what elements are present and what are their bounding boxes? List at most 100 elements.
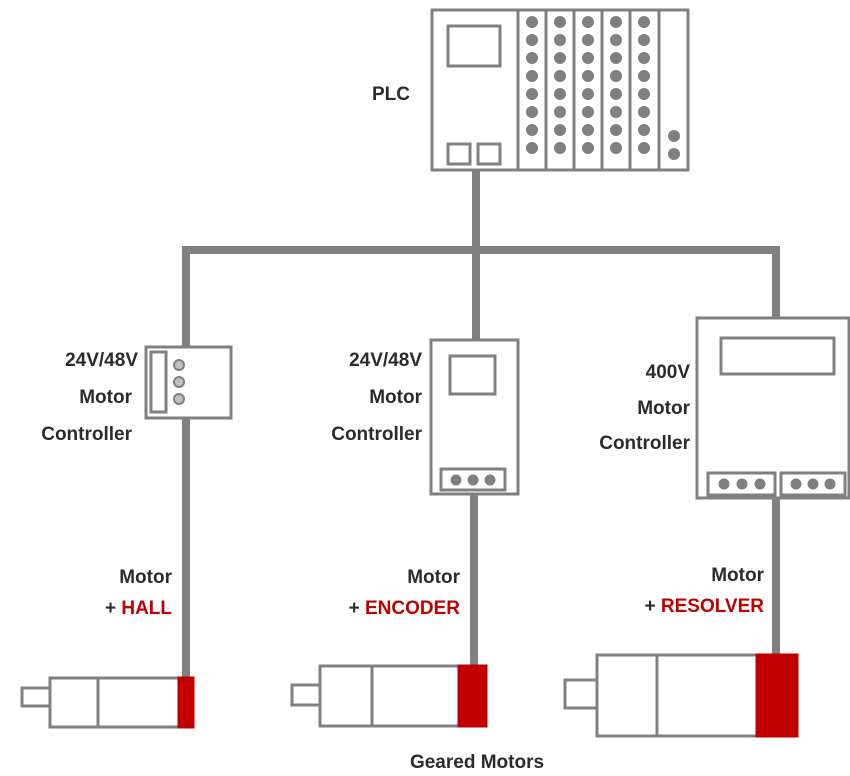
plc-io-terminal xyxy=(582,70,594,82)
plc-io-terminal xyxy=(582,124,594,136)
caption-geared-motors: Geared Motors xyxy=(410,752,544,773)
motor-2-feedback-device xyxy=(457,664,488,728)
plc-io-terminal xyxy=(526,52,538,64)
motor-1-body xyxy=(96,676,181,729)
plc-io-terminal xyxy=(610,34,622,46)
motor-1-shaft xyxy=(20,686,52,708)
plc-io-terminal xyxy=(638,142,650,154)
controller-1-label-line: Motor xyxy=(79,387,132,408)
plc-label: PLC xyxy=(372,84,410,105)
motor-2-feedback-line: + ENCODER xyxy=(349,598,461,619)
controller-2 xyxy=(429,338,520,496)
plc-io-terminal xyxy=(610,106,622,118)
controller-1 xyxy=(144,345,233,420)
controller-2-label-line: Controller xyxy=(331,424,422,445)
controller-3-label-line: Controller xyxy=(599,433,690,454)
plc-io-terminal xyxy=(582,106,594,118)
plc-io-terminal xyxy=(526,106,538,118)
controller-3-label: 400V Motor Controller xyxy=(599,362,690,454)
motor-2 xyxy=(290,664,488,728)
controller-2-label: 24V/48V Motor Controller xyxy=(331,350,422,445)
controller-1-label: 24V/48V Motor Controller xyxy=(41,350,138,445)
motor-3-plus: + xyxy=(645,596,661,617)
plc-io-terminal xyxy=(554,34,566,46)
controller-1-label-line: Controller xyxy=(41,424,132,445)
plc-io-terminal xyxy=(582,88,594,100)
plc-io-terminal xyxy=(582,34,594,46)
motor-1-label-line: Motor xyxy=(119,567,172,588)
plc-display xyxy=(446,24,502,68)
motor-3-label: Motor + RESOLVER xyxy=(645,565,765,617)
plc-port-left xyxy=(446,142,472,166)
plc-io-terminal xyxy=(554,88,566,100)
motor-3-feedback-device xyxy=(755,653,799,738)
motor-2-body xyxy=(370,664,461,728)
plc-io-terminal xyxy=(610,124,622,136)
plc-io-terminal xyxy=(554,142,566,154)
motor-1 xyxy=(20,676,195,729)
motor-3-feedback-type: RESOLVER xyxy=(661,596,764,617)
plc-io-terminal xyxy=(668,148,680,160)
controller-1-led xyxy=(173,359,185,371)
plc-io-terminal xyxy=(582,52,594,64)
motor-3-shaft xyxy=(563,678,599,710)
plc-io-terminal xyxy=(638,70,650,82)
plc-io-terminal xyxy=(638,88,650,100)
motor-2-label-line: Motor xyxy=(407,567,460,588)
controller-2-label-line: 24V/48V xyxy=(349,350,422,371)
motor-2-feedback-type: ENCODER xyxy=(365,598,460,619)
plc-io-terminal xyxy=(610,52,622,64)
plc-io-terminal xyxy=(610,70,622,82)
motor-3-feedback-line: + RESOLVER xyxy=(645,596,765,617)
motor-1-feedback-device xyxy=(177,676,195,729)
plc-io-terminal xyxy=(526,142,538,154)
plc-port-right xyxy=(476,142,502,166)
motor-3-body xyxy=(655,653,759,738)
motor-2-shaft xyxy=(290,683,322,707)
controller-1-led xyxy=(173,376,185,388)
plc-io-terminal xyxy=(526,16,538,28)
motor-1-label: Motor + HALL xyxy=(105,567,173,619)
plc-io-terminal xyxy=(582,16,594,28)
plc-io-terminal xyxy=(554,52,566,64)
plc-io-terminal xyxy=(668,130,680,142)
plc-io-terminal xyxy=(638,106,650,118)
motor-1-gearbox xyxy=(48,676,100,729)
plc-io-terminal xyxy=(610,142,622,154)
controller-1-label-line: 24V/48V xyxy=(65,350,138,371)
plc-io-terminal xyxy=(526,88,538,100)
plc-io-terminal xyxy=(638,124,650,136)
controller-3 xyxy=(695,316,850,500)
plc-io-terminal xyxy=(526,124,538,136)
plc-io-terminal xyxy=(554,124,566,136)
plc-io-terminal xyxy=(610,88,622,100)
controller-2-display xyxy=(448,354,497,396)
plc-io-terminal xyxy=(554,16,566,28)
plc-io-terminal xyxy=(554,106,566,118)
motor-1-feedback-line: + HALL xyxy=(105,598,172,619)
motor-1-plus: + xyxy=(105,598,121,619)
controller-3-label-line: 400V xyxy=(646,362,691,383)
motor-2-plus: + xyxy=(349,598,365,619)
motor-1-feedback-type: HALL xyxy=(121,598,172,619)
motor-3 xyxy=(563,653,799,738)
bus-wiring xyxy=(182,168,780,684)
plc-io-terminal xyxy=(610,16,622,28)
plc-io-terminal xyxy=(638,34,650,46)
controller-1-terminal-strip xyxy=(149,350,168,414)
plc-unit xyxy=(430,8,690,172)
controller-3-label-line: Motor xyxy=(637,398,690,419)
motor-3-gearbox xyxy=(595,653,659,738)
plc-io-terminal xyxy=(554,70,566,82)
motor-2-gearbox xyxy=(318,664,374,728)
plc-io-terminal xyxy=(638,16,650,28)
controller-2-label-line: Motor xyxy=(369,387,422,408)
plc-io-terminals xyxy=(526,16,680,160)
plc-io-terminal xyxy=(526,70,538,82)
motor-2-label: Motor + ENCODER xyxy=(349,567,461,619)
motor-3-label-line: Motor xyxy=(711,565,764,586)
plc-io-terminal xyxy=(582,142,594,154)
controller-3-display xyxy=(719,336,836,376)
plc-io-terminal xyxy=(638,52,650,64)
